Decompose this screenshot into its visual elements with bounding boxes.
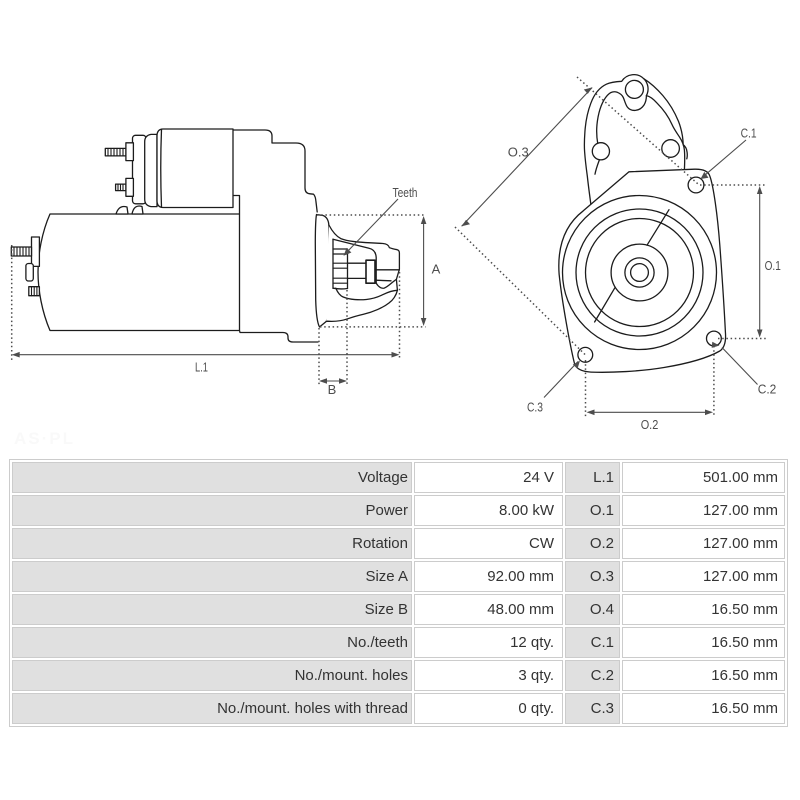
svg-text:L.1: L.1: [195, 360, 208, 375]
svg-text:A: A: [432, 262, 441, 277]
svg-text:B: B: [328, 382, 337, 397]
svg-text:C.2: C.2: [758, 382, 777, 397]
svg-text:Teeth: Teeth: [393, 185, 418, 200]
svg-text:O.2: O.2: [641, 417, 659, 432]
svg-text:O.3: O.3: [508, 145, 529, 160]
svg-text:C.1: C.1: [741, 126, 757, 141]
svg-text:C.3: C.3: [527, 399, 543, 414]
svg-text:O.1: O.1: [765, 258, 781, 273]
